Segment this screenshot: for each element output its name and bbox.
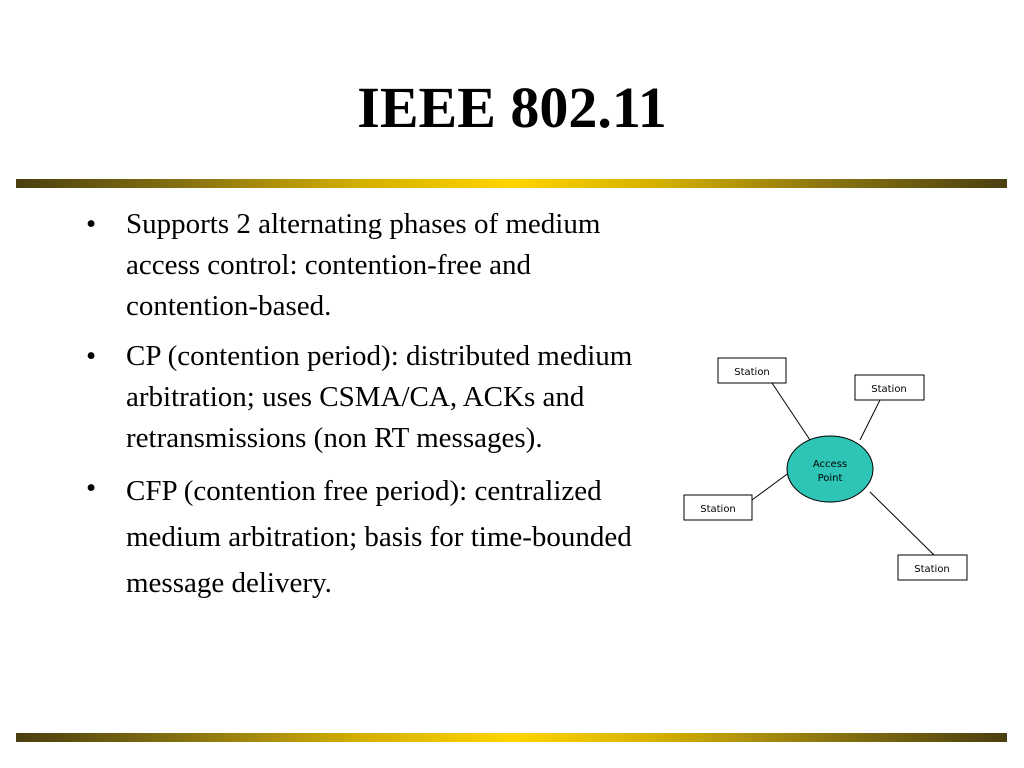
bullet-item: • CFP (contention free period): centrali…: [86, 468, 656, 606]
station-label: Station: [871, 384, 907, 395]
bottom-divider: [16, 733, 1007, 742]
link-line: [771, 382, 813, 444]
access-point-label-line1: Access: [813, 459, 847, 470]
bullet-marker: •: [86, 208, 97, 240]
link-line: [859, 399, 881, 441]
access-point-node: [786, 435, 874, 503]
station-node: Station: [854, 374, 925, 401]
bullet-text: Supports 2 alternating phases of medium …: [126, 208, 601, 322]
access-point-label-line2: Point: [818, 473, 843, 484]
bullet-marker: •: [86, 340, 97, 372]
station-label: Station: [700, 504, 736, 515]
link-line: [869, 491, 935, 556]
bullet-item: • Supports 2 alternating phases of mediu…: [86, 204, 656, 327]
link-line: [751, 471, 791, 501]
station-node: Station: [683, 494, 753, 521]
top-divider: [16, 179, 1007, 188]
bullet-text: CFP (contention free period): centralize…: [126, 475, 632, 599]
station-label: Station: [734, 367, 770, 378]
bullet-item: • CP (contention period): distributed me…: [86, 336, 656, 459]
bullet-text: CP (contention period): distributed medi…: [126, 340, 633, 454]
bullet-marker: •: [86, 472, 97, 504]
station-node: Station: [717, 357, 787, 384]
station-node: Station: [897, 554, 968, 581]
station-label: Station: [914, 564, 950, 575]
bullet-list: • Supports 2 alternating phases of mediu…: [86, 204, 656, 615]
slide-title: IEEE 802.11: [357, 75, 667, 140]
